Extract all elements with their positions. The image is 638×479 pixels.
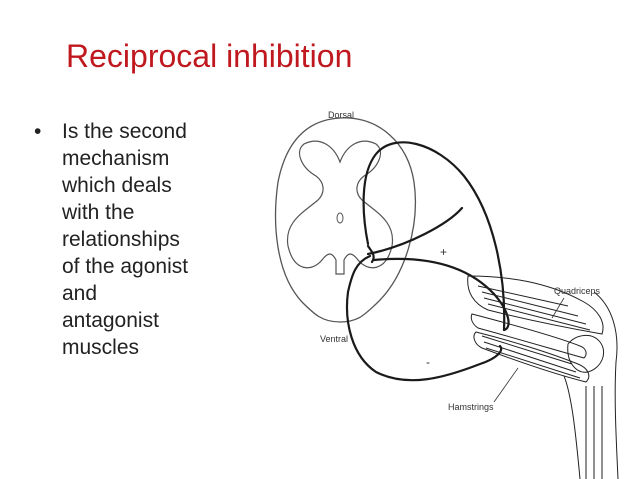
quadriceps-label: Quadriceps	[554, 286, 601, 296]
grey-matter-outline	[286, 140, 394, 275]
central-canal	[336, 212, 344, 224]
bullet-text-line: mechanism	[62, 147, 170, 170]
ventral-label: Ventral	[320, 334, 348, 344]
hamstrings-pointer	[493, 367, 519, 403]
inhibitory-interneuron-fiber	[345, 254, 503, 382]
bullet-text-line: of the agonist	[62, 255, 189, 278]
bullet-text-line: antagonist	[62, 309, 159, 332]
femur-outline	[470, 313, 587, 359]
bullet-text-line: and	[62, 282, 98, 305]
hamstrings-outline	[473, 331, 590, 383]
excitatory-motor-fiber	[372, 257, 510, 332]
reciprocal-inhibition-diagram: Dorsal Ventral + - Quadriceps Hamstrings	[274, 110, 619, 479]
afferent-fiber	[362, 141, 506, 332]
bullet-marker: •	[34, 120, 42, 143]
hamstrings-label: Hamstrings	[448, 402, 494, 412]
bullet-list: • Is the second mechanism which deals wi…	[34, 118, 244, 361]
bullet-text-line: which deals	[62, 174, 172, 197]
neural-pathways	[345, 141, 510, 382]
dorsal-label: Dorsal	[328, 110, 354, 120]
quadriceps-outline	[467, 275, 604, 335]
bullet-item: • Is the second mechanism which deals wi…	[34, 118, 244, 361]
bullet-text-line: relationships	[62, 228, 180, 251]
spinal-cord-outline	[274, 117, 417, 323]
knee-outline	[567, 335, 604, 373]
bullet-text-line: muscles	[62, 336, 140, 359]
motor-fiber-hamstrings	[366, 206, 464, 256]
leg-outline	[563, 291, 619, 479]
minus-sign-label: -	[426, 355, 430, 369]
thigh-muscles	[467, 275, 619, 479]
slide-title: Reciprocal inhibition	[66, 38, 353, 74]
plus-sign-label: +	[440, 245, 447, 259]
bullet-text-line: Is the second	[62, 120, 187, 143]
quadriceps-pointer	[551, 297, 565, 319]
synapse-loop	[366, 244, 375, 264]
bullet-text-line: with the	[62, 201, 135, 224]
